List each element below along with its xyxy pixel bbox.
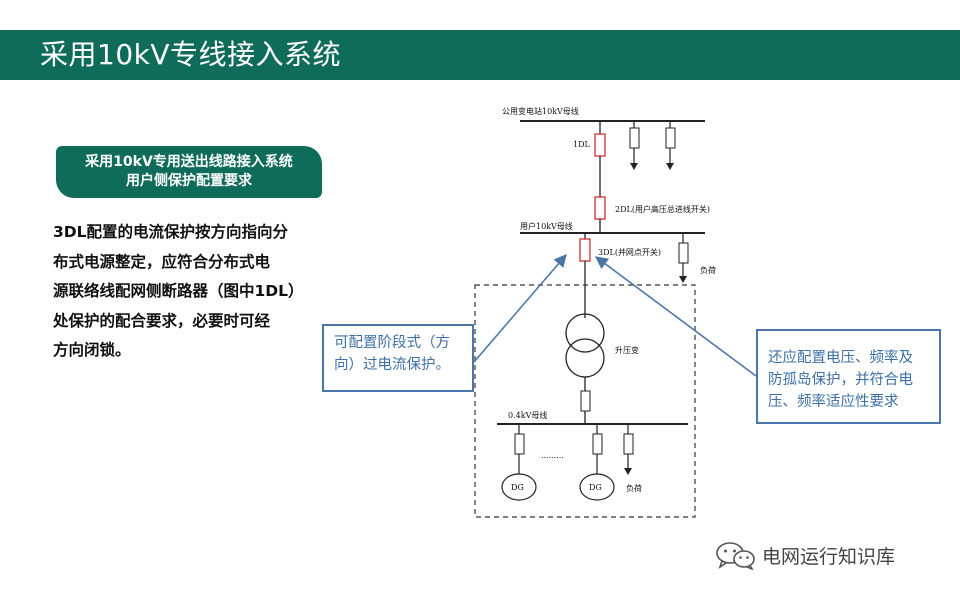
callout-right-line: 压、频率适应性要求 [768, 394, 899, 410]
lv-breaker [580, 390, 591, 412]
requirement-line-2: 用户侧保护配置要求 [126, 173, 252, 189]
description-line: 3DL配置的电流保护按方向指向分 [53, 223, 289, 241]
dg-plant-boundary [474, 284, 696, 518]
breaker-2dl-label: 2DL(用户高压总进线开关) [615, 204, 710, 214]
callout-left-line: 向）过电流保护。 [334, 357, 450, 373]
requirement-box: 采用10kV专用送出线路接入系统 用户侧保护配置要求 [56, 146, 322, 198]
callout-right-arrow [594, 256, 757, 377]
callout-right: 还应配置电压、频率及 防孤岛保护，并符合电 压、频率适应性要求 [756, 329, 941, 424]
lv-bus-label: 0.4kV母线 [508, 410, 547, 420]
page-title: 采用10kV专线接入系统 [40, 38, 341, 71]
description-text: 3DL配置的电流保护按方向指向分 布式电源整定，应符合分布式电 源联络线配网侧断… [53, 218, 343, 366]
wechat-icon [716, 542, 755, 570]
dg-branch [501, 424, 537, 501]
description-line: 方向闭锁。 [53, 341, 131, 359]
dg-label: DG [589, 483, 602, 492]
load-label-top: 负荷 [700, 265, 716, 275]
callout-right-line: 防孤岛保护，并符合电 [768, 372, 913, 388]
lv-load-branch [623, 424, 634, 475]
callout-left-line: 可配置阶段式（方 [334, 335, 450, 351]
transformer-winding-lv [565, 338, 605, 378]
dg-branch [579, 424, 615, 501]
callout-left: 可配置阶段式（方 向）过电流保护。 [322, 324, 474, 392]
dg-label: DG [511, 483, 524, 492]
breaker-1dl [594, 133, 606, 157]
callout-left-arrow [473, 254, 567, 363]
watermark-text: 电网运行知识库 [762, 545, 896, 568]
breaker-2dl [594, 196, 606, 220]
description-line: 处保护的配合要求，必要时可经 [53, 311, 271, 330]
transformer-winding-hv [565, 313, 605, 353]
public-load-branch [629, 121, 640, 170]
requirement-line-1: 采用10kV专用送出线路接入系统 [85, 154, 293, 170]
load-label-bottom: 负荷 [626, 483, 642, 493]
user-bus-label: 用户10kV母线 [520, 221, 573, 231]
description-line: 布式电源整定，应符合分布式电 [53, 252, 271, 271]
callout-right-line: 还应配置电压、频率及 [768, 350, 913, 366]
breaker-3dl [579, 238, 591, 262]
public-load-branch [665, 121, 676, 170]
breaker-3dl-label: 3DL(并网点开关) [598, 247, 661, 257]
dg-ellipsis: ......... [541, 451, 564, 460]
user-load-branch [678, 233, 689, 283]
title-bar: 采用10kV专线接入系统 [0, 30, 960, 80]
transformer-label: 升压变 [615, 345, 639, 355]
description-line: 源联络线配网侧断路器（图中1DL） [53, 282, 304, 300]
watermark: 电网运行知识库 [714, 540, 895, 570]
breaker-1dl-label: 1DL [573, 140, 591, 149]
public-bus-label: 公用变电站10kV母线 [502, 106, 579, 116]
